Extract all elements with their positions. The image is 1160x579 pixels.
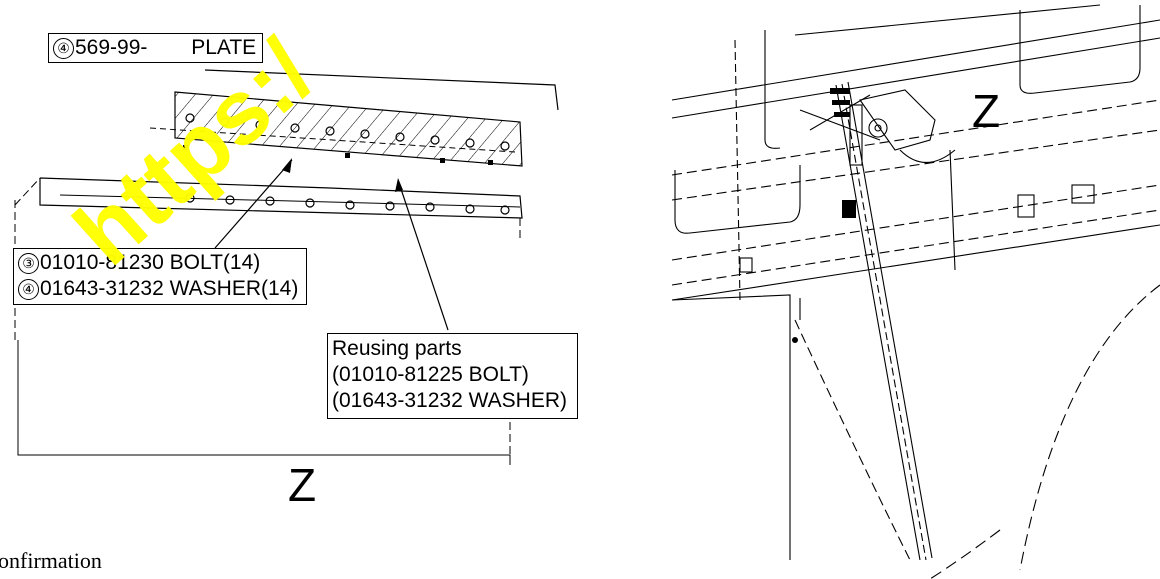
right-view-label: Z [972,85,1001,137]
item-number-4: ④ [53,38,74,59]
plate-part-name: PLATE [185,36,257,59]
plate-part-number: 569-99- [75,36,148,59]
washer-part-text: 01643-31232 WASHER(14) [40,277,299,300]
reuse-washer: (01643-31232 WASHER) [332,389,567,412]
watermark: https:/ [25,21,333,285]
reuse-heading: Reusing parts [332,337,462,360]
footer-text: onfirmation [0,548,102,573]
hatched-plate [174,91,523,167]
item-number-4: ④ [18,279,39,300]
reuse-bolt: (01010-81225 BOLT) [332,363,529,386]
reusing-parts-callout: Reusing parts (01010-81225 BOLT) (01643-… [327,333,578,419]
item-number-3: ③ [18,253,39,274]
left-view-label: Z [288,459,317,511]
bolt-part-text: 01010-81230 BOLT(14) [40,251,261,274]
